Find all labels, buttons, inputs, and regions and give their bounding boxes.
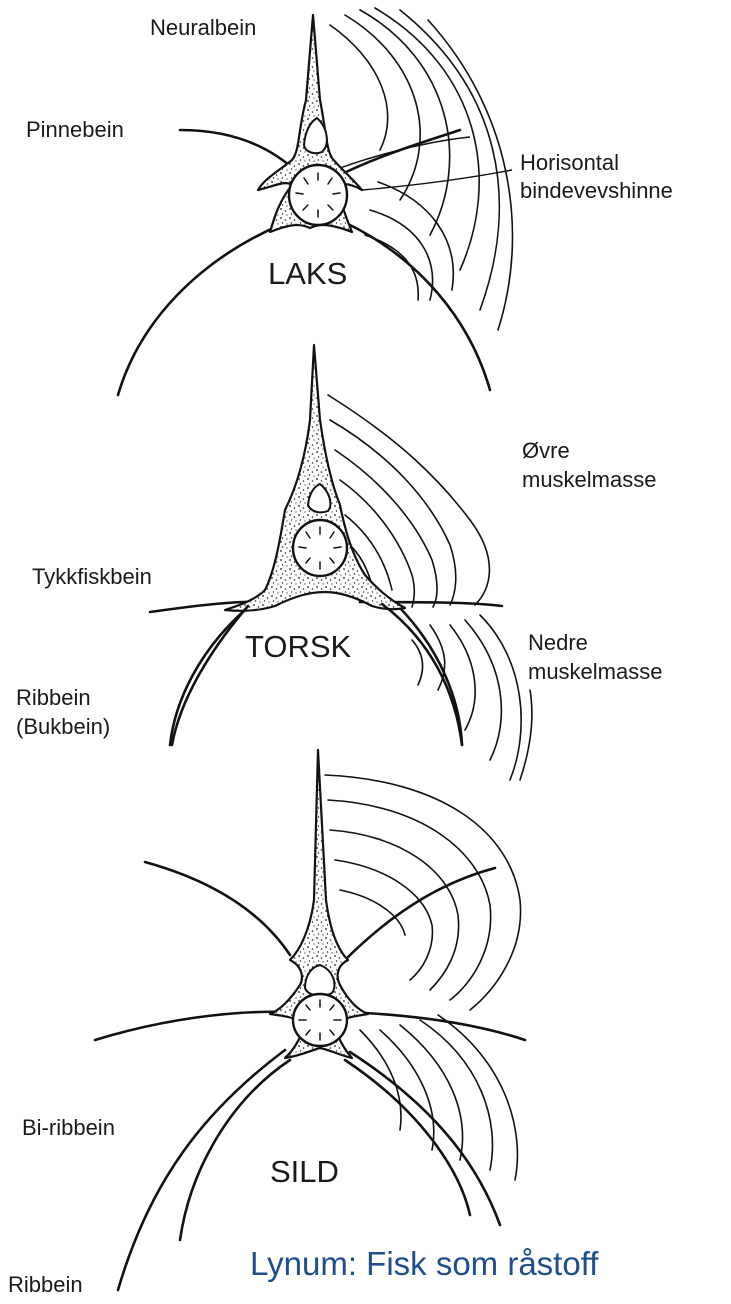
laks-pin-bone-label: Pinnebein — [26, 117, 124, 142]
laks-title: LAKS — [268, 256, 347, 291]
sild-secondary-rib-label: Bi-ribbein — [22, 1115, 115, 1140]
sild-secondary-rib-right — [345, 1060, 470, 1215]
laks-section: Neuralbein Pinnebein Horisontal bindevev… — [26, 8, 673, 395]
torsk-rib-label-line2: (Bukbein) — [16, 714, 110, 739]
torsk-upper-muscle-label-line2: muskelmasse — [522, 467, 656, 492]
sild-muscle-lines — [325, 775, 521, 1180]
source-credit: Lynum: Fisk som råstoff — [250, 1245, 599, 1282]
torsk-lower-muscle-label-line2: muskelmasse — [528, 659, 662, 684]
sild-rib-label: Ribbein — [8, 1272, 83, 1297]
laks-pin-bone-right — [340, 130, 460, 175]
laks-septum-leader — [362, 170, 512, 190]
sild-section: Bi-ribbein SILD Ribbein — [8, 750, 525, 1297]
laks-muscle-lines — [330, 8, 512, 330]
laks-septum-label-line1: Horisontal — [520, 150, 619, 175]
laks-rib-left — [118, 225, 280, 395]
torsk-thick-fish-bone-label: Tykkfiskbein — [32, 564, 152, 589]
torsk-rib-label-line1: Ribbein — [16, 685, 91, 710]
torsk-section: Øvre muskelmasse Tykkfiskbein TORSK Nedr… — [16, 345, 662, 780]
sild-upper-right-bone — [345, 868, 495, 960]
sild-pin-bone-right — [345, 1012, 525, 1040]
laks-neural-bone-label: Neuralbein — [150, 15, 256, 40]
torsk-lower-muscle-label-line1: Nedre — [528, 630, 588, 655]
sild-upper-left-bone — [145, 862, 290, 955]
sild-secondary-rib-left — [180, 1060, 290, 1240]
sild-pin-bone-left — [95, 1012, 290, 1040]
torsk-upper-muscle-label-line1: Øvre — [522, 438, 570, 463]
torsk-body-cavity-outline — [172, 604, 462, 745]
torsk-title: TORSK — [245, 629, 352, 664]
torsk-rib-left — [170, 610, 245, 745]
sild-title: SILD — [270, 1154, 339, 1189]
laks-rib-right — [350, 225, 490, 390]
sild-rib-right — [350, 1052, 500, 1225]
laks-septum-label-line2: bindevevshinne — [520, 178, 673, 203]
